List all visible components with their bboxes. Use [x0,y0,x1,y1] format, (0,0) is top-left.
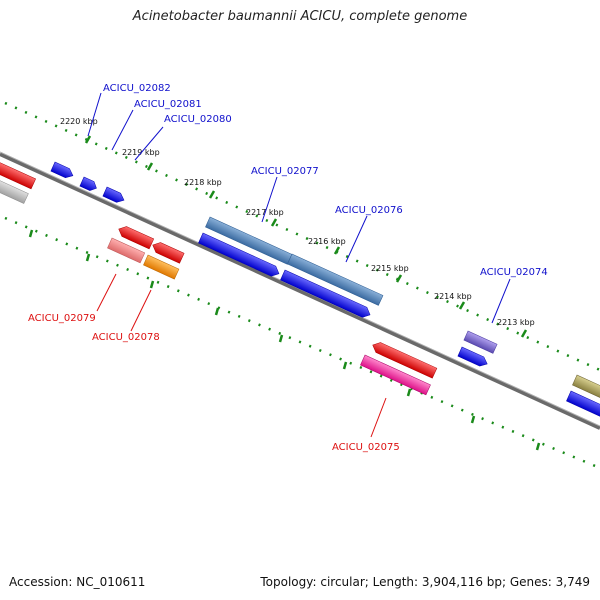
gene-ACICU_02077-track2[interactable] [198,232,281,279]
gene-ACICU_02078-track1[interactable] [150,240,185,264]
inner-scale-track [4,216,600,470]
genome-backbone [0,152,600,430]
gene-right-edge-olive[interactable] [572,374,600,402]
gene-label-ACICU_02077[interactable]: ACICU_02077 [251,166,319,177]
gene-label-ACICU_02076[interactable]: ACICU_02076 [335,205,403,216]
gene-ACICU_02074-track2[interactable] [457,346,489,369]
gene-label-ACICU_02082[interactable]: ACICU_02082 [103,83,171,94]
gene-ACICU_02075-track2[interactable] [360,354,431,396]
inner-major-ticks [28,229,541,451]
tick-label: 2216 kbp [308,237,346,246]
tick-label: 2218 kbp [184,178,222,187]
gene-ACICU_02082[interactable] [50,161,75,180]
tick-label: 2220 kbp [60,117,98,126]
gene-ACICU_02079-track2[interactable] [107,237,146,264]
gene-ACICU_02081[interactable] [79,176,99,193]
gene-ACICU_02079-track1[interactable] [116,224,155,250]
gene-ACICU_02076-track1[interactable] [287,253,384,306]
tick-label: 2215 kbp [371,264,409,273]
accession-text: Accession: NC_010611 [9,575,146,589]
gene-left-edge-red[interactable] [0,159,37,190]
gene-label-ACICU_02078[interactable]: ACICU_02078 [92,332,160,343]
tick-label: 2213 kbp [497,318,535,327]
outer-major-ticks [84,135,528,338]
genome-summary-text: Topology: circular; Length: 3,904,116 bp… [260,575,590,589]
gene-ACICU_02077-track1[interactable] [205,216,293,265]
gene-ACICU_02074-track1[interactable] [463,330,498,354]
gene-label-ACICU_02081[interactable]: ACICU_02081 [134,99,202,110]
gene-ACICU_02076-track2[interactable] [280,269,372,320]
gene-ACICU_02075-track1[interactable] [370,340,438,379]
map-title: Acinetobacter baumannii ACICU, complete … [132,9,468,24]
forward-label-leaders [87,92,511,324]
gene-label-ACICU_02079[interactable]: ACICU_02079 [28,313,96,324]
gene-ACICU_02080[interactable] [102,186,126,205]
gene-left-edge-grey[interactable] [0,176,29,204]
outer-scale-track [4,101,600,372]
gene-label-ACICU_02074[interactable]: ACICU_02074 [480,267,548,278]
gene-ACICU_02078-track2[interactable] [143,254,180,280]
gene-label-ACICU_02080[interactable]: ACICU_02080 [164,114,232,125]
reverse-label-leaders [96,273,387,438]
gene-label-ACICU_02075[interactable]: ACICU_02075 [332,442,400,453]
tick-label: 2214 kbp [434,292,472,301]
gene-right-edge-blue[interactable] [566,390,600,418]
